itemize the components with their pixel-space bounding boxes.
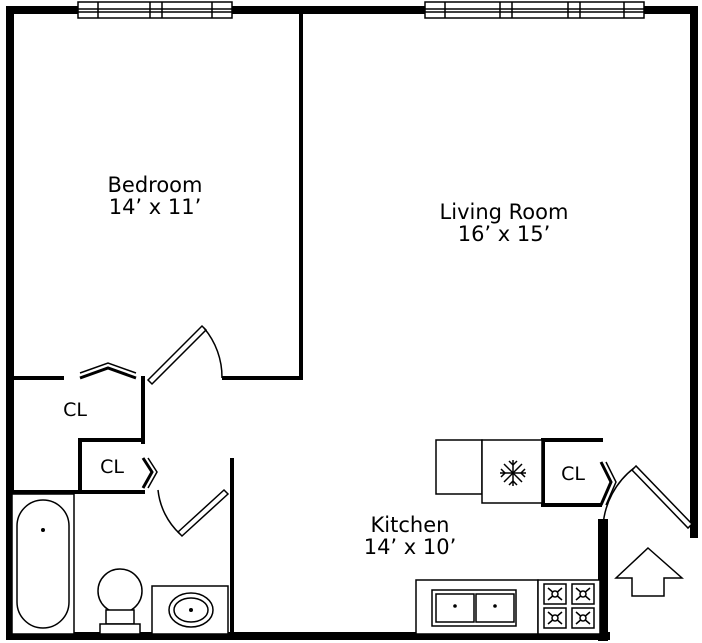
bathroom-door[interactable] bbox=[157, 488, 230, 538]
stove bbox=[537, 579, 601, 635]
bedroom-name: Bedroom bbox=[108, 173, 203, 197]
kitchen-counter-sink bbox=[415, 579, 539, 635]
bathtub bbox=[11, 493, 75, 635]
snowflake-icon bbox=[500, 460, 526, 486]
window-bedroom bbox=[77, 1, 233, 19]
bath-closet-label: CL bbox=[100, 456, 124, 478]
hall-closet-bifold-door[interactable] bbox=[79, 362, 137, 380]
kitchen-closet-label: CL bbox=[561, 463, 585, 485]
refrigerator bbox=[481, 439, 543, 504]
kitchen-counter bbox=[435, 439, 483, 495]
kitchen-name: Kitchen bbox=[371, 513, 450, 537]
hall-closet-label: CL bbox=[63, 399, 87, 421]
toilet bbox=[97, 568, 143, 635]
kitchen-size: 14’ x 10’ bbox=[364, 535, 457, 559]
entrance-door[interactable] bbox=[602, 464, 694, 530]
bath-closet-bifold-door[interactable] bbox=[141, 457, 158, 489]
bedroom-size: 14’ x 11’ bbox=[109, 195, 202, 219]
exterior-walls bbox=[6, 6, 698, 641]
living-room-name: Living Room bbox=[440, 200, 569, 224]
up-arrow-icon bbox=[614, 546, 684, 597]
bathroom-sink bbox=[151, 585, 229, 635]
interior-walls bbox=[10, 12, 603, 636]
kitchen-closet-bifold-door[interactable] bbox=[599, 461, 617, 506]
living-room-size: 16’ x 15’ bbox=[458, 222, 551, 246]
window-living-room bbox=[424, 1, 645, 19]
bedroom-door[interactable] bbox=[146, 324, 223, 386]
